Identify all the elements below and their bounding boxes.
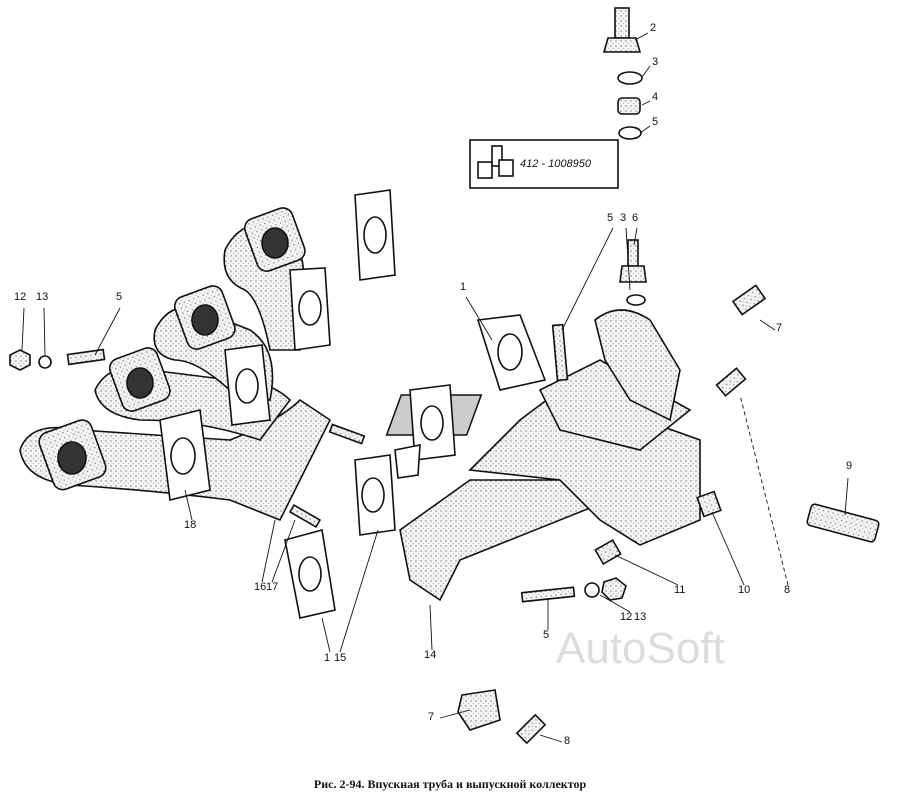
callout-1: 1 — [324, 652, 331, 664]
callout-2: 2 — [650, 22, 657, 34]
part-number-box — [469, 139, 619, 189]
callout-1: 1 — [460, 281, 467, 293]
fasteners — [9, 7, 880, 745]
callout-11: 11 — [674, 584, 686, 596]
figure-caption: Рис. 2-94. Впускная труба и выпускной ко… — [313, 777, 587, 791]
callout-14: 14 — [424, 649, 437, 661]
callout-16: 16 — [254, 581, 267, 593]
callout-18: 18 — [184, 519, 197, 531]
callout-4: 4 — [652, 91, 659, 103]
callout-12: 12 — [620, 611, 633, 623]
callout-leaders — [21, 32, 849, 743]
callout-5: 5 — [116, 291, 123, 303]
callout-15: 15 — [334, 652, 347, 664]
callout-12: 12 — [14, 291, 27, 303]
callout-9: 9 — [846, 460, 853, 472]
callout-13: 13 — [634, 611, 647, 623]
intake-gaskets — [354, 314, 547, 536]
callout-3: 3 — [620, 212, 627, 224]
callout-5: 5 — [652, 116, 659, 128]
callout-8: 8 — [564, 735, 571, 747]
callout-3: 3 — [652, 56, 659, 68]
exhaust-gaskets — [159, 189, 396, 619]
callout-6: 6 — [632, 212, 639, 224]
callout-13: 13 — [36, 291, 49, 303]
callout-5: 5 — [607, 212, 614, 224]
callout-7: 7 — [776, 322, 783, 334]
callout-17: 17 — [266, 581, 279, 593]
intake-pipe — [385, 309, 701, 602]
callout-5: 5 — [543, 629, 550, 641]
callout-8: 8 — [784, 584, 791, 596]
part-number-label: 412 - 1008950 — [520, 158, 591, 170]
callout-7: 7 — [428, 711, 435, 723]
watermark: AutoSoft — [556, 624, 725, 673]
callout-10: 10 — [738, 584, 751, 596]
